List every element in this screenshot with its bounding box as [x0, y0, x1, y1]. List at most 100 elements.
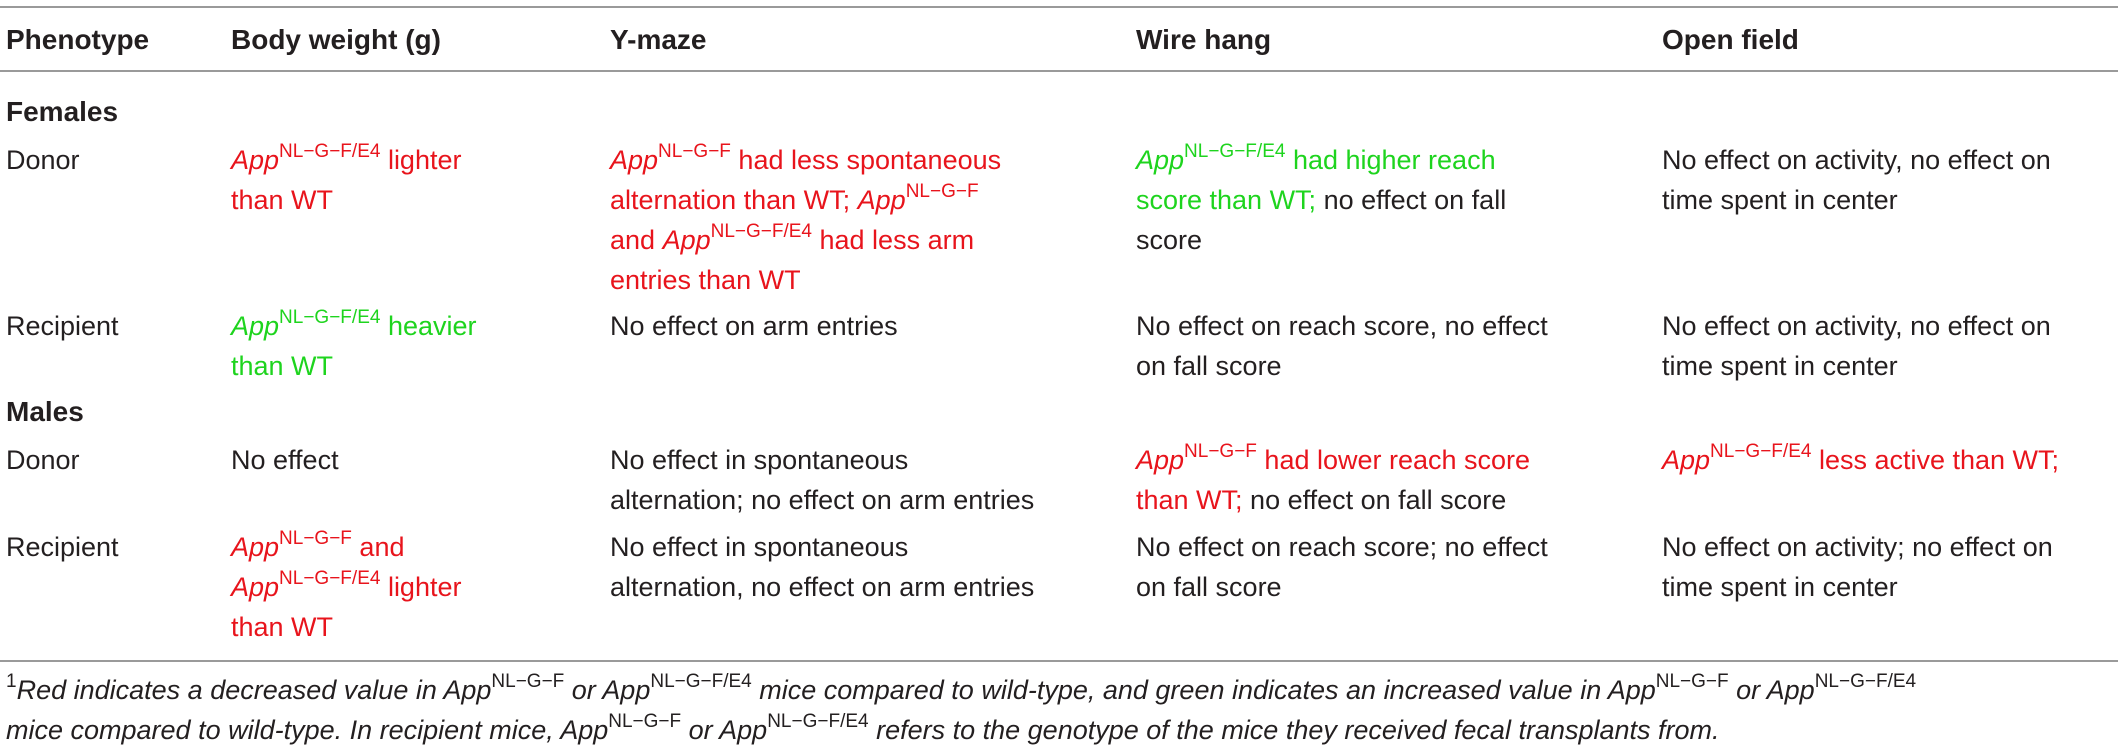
- header-y-maze: Y-maze: [610, 24, 707, 55]
- genotype-superscript: NL−G−F: [608, 711, 682, 732]
- cell-female-donor-wirehang-line1: AppNL−G−F/E4 had higher reach: [1136, 140, 1496, 180]
- genotype-superscript: NL−G−F/E4: [1814, 671, 1917, 692]
- genotype-superscript: NL−G−F/E4: [1184, 141, 1286, 162]
- group-females: Females: [6, 96, 119, 127]
- cell-text: and: [351, 532, 405, 562]
- footnote-text: Red indicates a decreased value in: [16, 675, 444, 705]
- cell-female-donor-ymaze-line2: alternation than WT; AppNL−G−F: [610, 180, 979, 220]
- cell-female-donor-wirehang-line2: score than WT; no effect on fall: [1136, 180, 1506, 220]
- cell-text: lighter: [380, 572, 462, 602]
- footnote-text: or: [564, 675, 603, 705]
- header-open-field: Open field: [1662, 24, 1799, 55]
- footnote-text: or: [1728, 675, 1767, 705]
- cell-female-donor-body-weight-line1: AppNL−G−F/E4 lighter: [231, 140, 461, 180]
- genotype-superscript: NL−G−F/E4: [710, 221, 812, 242]
- row-label-female-donor: Donor: [6, 145, 80, 175]
- genotype-superscript: NL−G−F/E4: [279, 568, 381, 589]
- header-rule: [0, 70, 2118, 72]
- cell-male-donor-wirehang-line2: than WT; no effect on fall score: [1136, 480, 1506, 520]
- cell-text: no effect on fall: [1316, 185, 1507, 215]
- genotype-superscript: NL−G−F/E4: [767, 711, 869, 732]
- gene-symbol: App: [231, 145, 280, 175]
- cell-text: and: [610, 225, 663, 255]
- cell-text: had higher reach: [1285, 145, 1496, 175]
- cell-female-recipient-openfield-line2: time spent in center: [1662, 351, 1898, 381]
- gene-symbol: App: [610, 145, 659, 175]
- cell-female-recipient-openfield-line1: No effect on activity, no effect on: [1662, 311, 2051, 341]
- cell-male-recipient-body-weight-line1: AppNL−G−F and: [231, 527, 404, 567]
- gene-symbol: App: [560, 715, 609, 745]
- genotype-superscript: NL−G−F: [658, 141, 731, 162]
- genotype-superscript: NL−G−F/E4: [279, 141, 381, 162]
- gene-symbol: App: [231, 311, 280, 341]
- row-label-female-recipient: Recipient: [6, 311, 119, 341]
- cell-text: score than WT;: [1136, 185, 1317, 215]
- cell-text: no effect on fall score: [1242, 485, 1507, 515]
- cell-text: had less arm: [812, 225, 975, 255]
- cell-female-recipient-body-weight-line2: than WT: [231, 351, 334, 381]
- genotype-superscript: NL−G−F: [1655, 671, 1729, 692]
- cell-female-recipient-wirehang-line2: on fall score: [1136, 351, 1282, 381]
- gene-symbol: App: [602, 675, 651, 705]
- cell-text: lighter: [380, 145, 462, 175]
- gene-symbol: App: [231, 572, 280, 602]
- gene-symbol: App: [1136, 445, 1185, 475]
- gene-symbol: App: [719, 715, 768, 745]
- cell-male-donor-body-weight: No effect: [231, 445, 339, 475]
- genotype-superscript: NL−G−F/E4: [650, 671, 752, 692]
- row-label-male-recipient: Recipient: [6, 532, 119, 562]
- bottom-rule: [0, 660, 2118, 662]
- cell-text: less active than WT;: [1811, 445, 2060, 475]
- footnote-text: refers to the genotype of the mice they …: [868, 715, 1720, 745]
- cell-text: heavier: [380, 311, 477, 341]
- header-wire-hang: Wire hang: [1136, 24, 1272, 55]
- footnote-line2: mice compared to wild-type. In recipient…: [6, 710, 1720, 750]
- header-body-weight: Body weight (g): [231, 24, 441, 55]
- genotype-superscript: NL−G−F: [279, 528, 352, 549]
- gene-symbol: App: [857, 185, 906, 215]
- cell-text: had lower reach score: [1256, 445, 1531, 475]
- footnote-marker: 1: [6, 671, 17, 692]
- cell-male-recipient-ymaze-line1: No effect in spontaneous: [610, 532, 909, 562]
- cell-male-donor-wirehang-line1: AppNL−G−F had lower reach score: [1136, 440, 1530, 480]
- group-males: Males: [6, 396, 84, 427]
- genotype-superscript: NL−G−F: [905, 181, 979, 202]
- gene-symbol: App: [662, 225, 711, 255]
- cell-female-donor-openfield-line2: time spent in center: [1662, 185, 1898, 215]
- cell-female-donor-ymaze-line4: entries than WT: [610, 265, 801, 295]
- cell-female-donor-ymaze-line1: AppNL−G−F had less spontaneous: [610, 140, 1001, 180]
- cell-male-recipient-ymaze-line2: alternation, no effect on arm entries: [610, 572, 1035, 602]
- header-phenotype: Phenotype: [6, 24, 150, 55]
- genotype-superscript: NL−G−F: [491, 671, 565, 692]
- cell-male-recipient-openfield-line1: No effect on activity; no effect on: [1662, 532, 2053, 562]
- cell-female-recipient-ymaze-line1: No effect on arm entries: [610, 311, 898, 341]
- gene-symbol: App: [443, 675, 492, 705]
- cell-male-donor-ymaze-line1: No effect in spontaneous: [610, 445, 909, 475]
- footnote-line1: 1Red indicates a decreased value in AppN…: [6, 670, 1916, 710]
- cell-female-recipient-wirehang-line1: No effect on reach score, no effect: [1136, 311, 1548, 341]
- cell-male-recipient-body-weight-line2: AppNL−G−F/E4 lighter: [231, 567, 461, 607]
- footnote-text: mice compared to wild-type. In recipient…: [6, 715, 561, 745]
- cell-text: had less spontaneous: [730, 145, 1002, 175]
- cell-female-donor-body-weight-line2: than WT: [231, 185, 334, 215]
- cell-male-donor-ymaze-line2: alternation; no effect on arm entries: [610, 485, 1035, 515]
- footnote-text: or: [681, 715, 720, 745]
- cell-female-recipient-body-weight-line1: AppNL−G−F/E4 heavier: [231, 306, 477, 346]
- cell-text: than WT;: [1136, 485, 1243, 515]
- genotype-superscript: NL−G−F/E4: [279, 307, 381, 328]
- row-label-male-donor: Donor: [6, 445, 80, 475]
- gene-symbol: App: [1766, 675, 1815, 705]
- cell-female-donor-openfield-line1: No effect on activity, no effect on: [1662, 145, 2051, 175]
- gene-symbol: App: [1607, 675, 1656, 705]
- genotype-superscript: NL−G−F/E4: [1710, 441, 1812, 462]
- genotype-superscript: NL−G−F: [1184, 441, 1257, 462]
- top-rule: [0, 6, 2118, 8]
- cell-female-donor-wirehang-line3: score: [1136, 225, 1203, 255]
- cell-male-recipient-wirehang-line2: on fall score: [1136, 572, 1282, 602]
- cell-text: alternation than WT;: [610, 185, 858, 215]
- gene-symbol: App: [231, 532, 280, 562]
- footnote-text: mice compared to wild-type, and green in…: [751, 675, 1608, 705]
- cell-male-recipient-openfield-line2: time spent in center: [1662, 572, 1898, 602]
- cell-male-donor-openfield-line1: AppNL−G−F/E4 less active than WT;: [1662, 440, 2059, 480]
